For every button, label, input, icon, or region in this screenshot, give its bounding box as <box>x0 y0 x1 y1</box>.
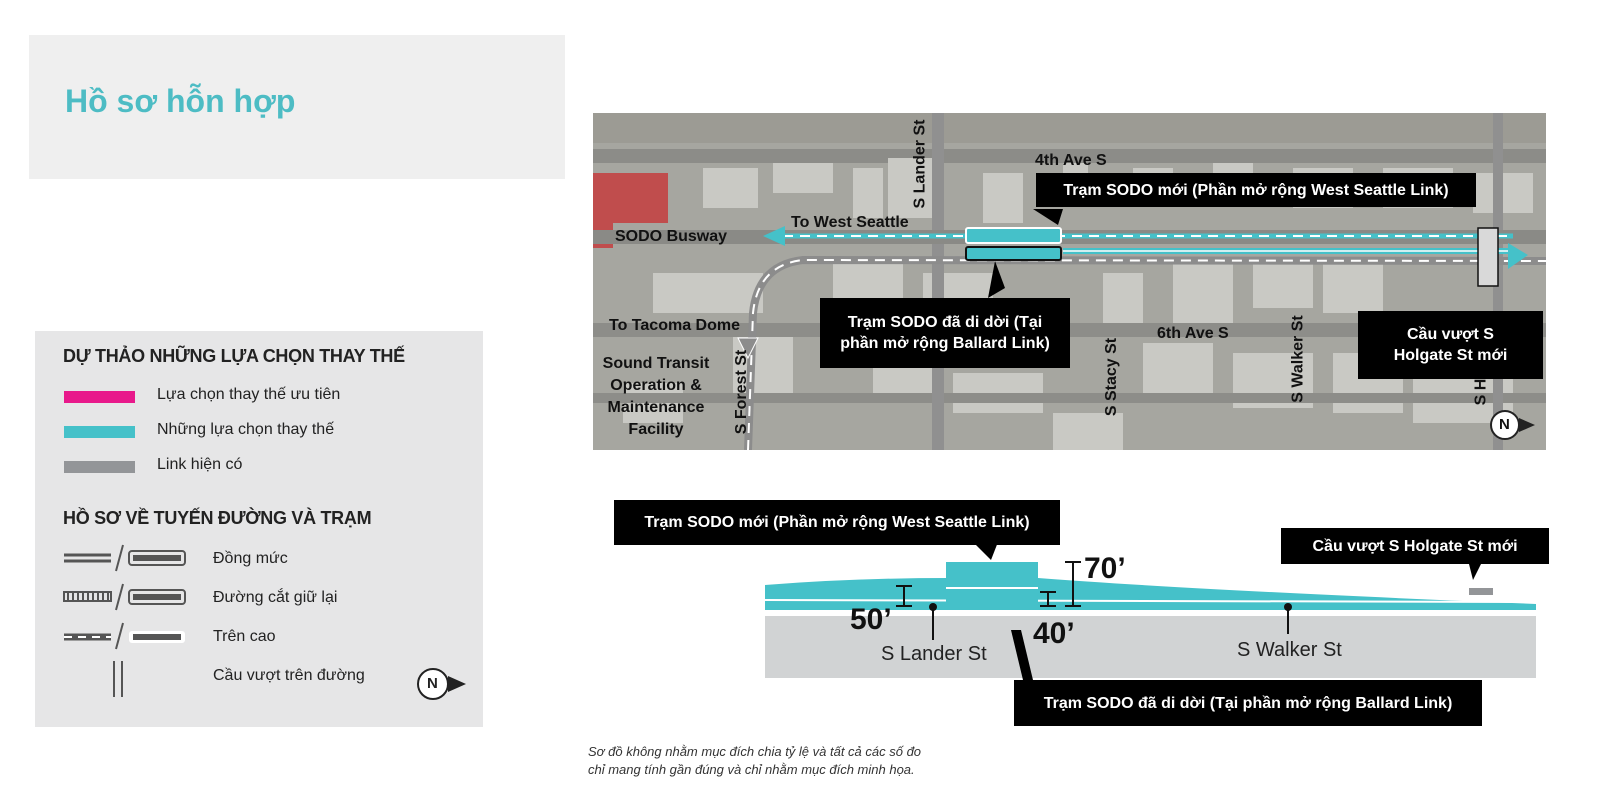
preferred-alternative-swatch <box>64 391 135 403</box>
street-s-forest: S Forest St <box>733 349 751 435</box>
map-north-arrow-icon <box>1490 410 1535 440</box>
legend-north-arrow-icon <box>417 668 466 700</box>
legend-north-letter: N <box>427 675 438 692</box>
street-s-lander: S Lander St <box>911 119 929 209</box>
profile-s-walker-label: S Walker St <box>1237 639 1342 661</box>
at-grade-symbol <box>64 544 186 572</box>
elevated-symbol <box>64 622 185 650</box>
profile-diagram: Trạm SODO mới (Phần mở rộng West Seattle… <box>593 480 1553 740</box>
street-s-stacy: S Stacy St <box>1103 337 1121 417</box>
legend-elevated-label: Trên cao <box>213 628 276 645</box>
legend-profile-symbols <box>63 544 466 700</box>
legend-retained-cut-label: Đường cắt giữ lại <box>213 589 338 606</box>
profile-s-lander-label: S Lander St <box>881 643 987 665</box>
legend-profile-heading: HỒ SƠ VỀ TUYẾN ĐƯỜNG VÀ TRẠM <box>63 508 372 528</box>
street-s-walker: S Walker St <box>1289 315 1307 403</box>
street-6th-ave: 6th Ave S <box>1157 325 1229 342</box>
retained-cut-symbol <box>63 583 186 611</box>
legend-alternatives-label: Những lựa chọn thay thế <box>157 421 335 438</box>
alternatives-swatch <box>64 426 135 438</box>
dimension-70-label: 70’ <box>1084 552 1126 585</box>
title-panel: Hồ sơ hỗn hợp <box>29 35 565 179</box>
aerial-map: 4th Ave S 6th Ave S SODO Busway To West … <box>593 113 1546 450</box>
to-tacoma-dome-label: To Tacoma Dome <box>609 317 740 334</box>
existing-link-swatch <box>64 461 135 473</box>
map-callout-new-sodo-station: Trạm SODO mới (Phần mở rộng West Seattle… <box>1036 173 1476 207</box>
legend-existing-label: Link hiện có <box>157 456 243 473</box>
street-4th-ave: 4th Ave S <box>1035 152 1107 169</box>
legend-overpass-label: Cầu vượt trên đường <box>213 667 365 684</box>
profile-callout-new-sodo-station: Trạm SODO mới (Phần mở rộng West Seattle… <box>614 500 1060 545</box>
legend-panel: DỰ THẢO NHỮNG LỰA CHỌN THAY THẾ Lựa chọn… <box>35 331 483 727</box>
street-s-holgate-partial: S H <box>1472 378 1490 406</box>
dimension-40-label: 40’ <box>1033 617 1075 650</box>
profile-graphics <box>764 542 1537 680</box>
legend-at-grade-label: Đồng mức <box>213 550 288 567</box>
disclaimer-note: Sơ đồ không nhằm mục đích chia tỷ lệ và … <box>588 744 922 777</box>
map-north-letter: N <box>1499 416 1510 433</box>
page-title: Hồ sơ hỗn hợp <box>65 83 296 119</box>
profile-callout-relocated-station: Trạm SODO đã di dời (Tại phần mở rộng Ba… <box>1014 680 1482 726</box>
dimension-50-label: 50’ <box>850 603 892 636</box>
to-west-seattle-label: To West Seattle <box>791 214 909 231</box>
legend-preferred-label: Lựa chọn thay thế ưu tiên <box>157 386 341 403</box>
sodo-busway-label: SODO Busway <box>615 228 728 245</box>
legend-alternatives-heading: DỰ THẢO NHỮNG LỰA CHỌN THAY THẾ <box>63 346 405 366</box>
profile-callout-holgate-overpass: Cầu vượt S Holgate St mới <box>1281 528 1549 564</box>
overpass-symbol <box>113 661 123 697</box>
